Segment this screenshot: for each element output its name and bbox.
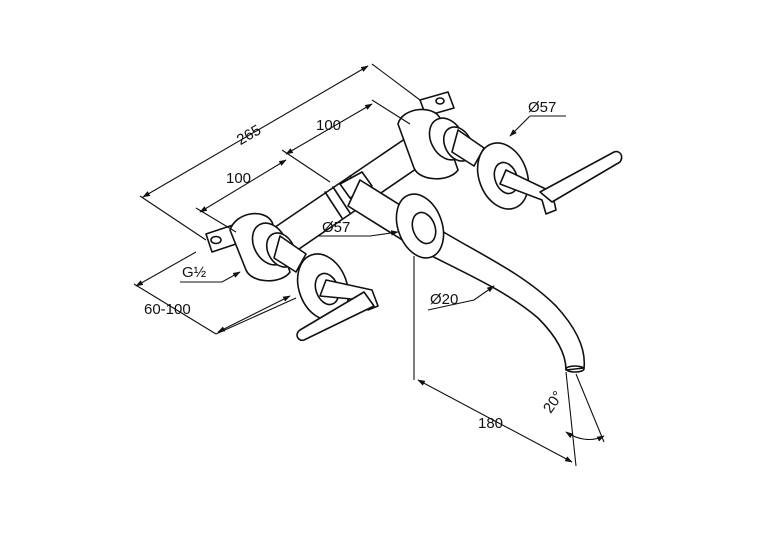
dimension-diameter-right: Ø57 <box>509 99 566 137</box>
wall-depth-label: 60-100 <box>144 301 191 318</box>
dimension-100-bottom-label: 100 <box>226 170 251 187</box>
dimension-spout-projection: 180 <box>413 256 577 467</box>
dimension-100-top: 100 <box>281 99 411 183</box>
spout-projection-label: 180 <box>478 415 503 432</box>
right-handle <box>476 142 623 215</box>
left-handle <box>296 253 379 342</box>
dimension-diameter-center: Ø57 <box>318 219 399 237</box>
dimension-265-label: 265 <box>234 122 264 149</box>
dimension-100-bottom: 100 <box>195 159 287 233</box>
diameter-right-label: Ø57 <box>528 99 556 116</box>
right-valve-body <box>397 91 485 180</box>
spout-angle-label: 20° <box>540 388 567 416</box>
left-valve-body <box>205 212 307 282</box>
dimension-spout-diameter: Ø20 <box>427 285 495 311</box>
dimension-wall-depth: 60-100 <box>133 251 297 335</box>
center-rosette <box>395 193 445 259</box>
spout-diameter-label: Ø20 <box>430 291 458 308</box>
thread-label: G½ <box>182 264 207 281</box>
dimension-thread: G½ <box>180 264 241 283</box>
diameter-center-label: Ø57 <box>322 219 350 236</box>
dimension-100-top-label: 100 <box>316 117 341 134</box>
